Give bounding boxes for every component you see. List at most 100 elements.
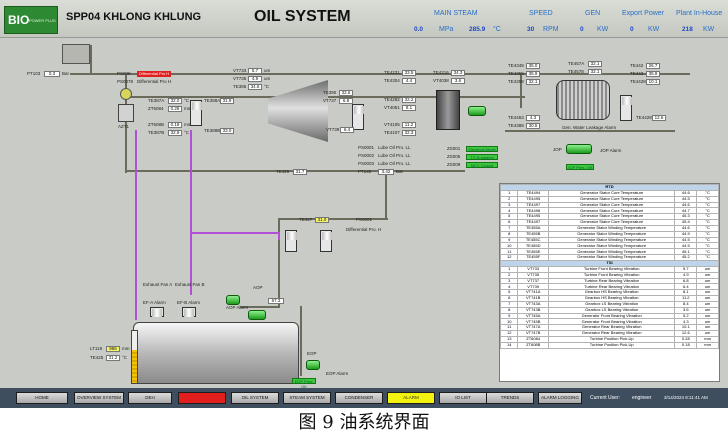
exhaust-fan-b[interactable]: [182, 307, 196, 317]
zs009-status[interactable]: MCV Closed: [466, 162, 498, 168]
zs005-status[interactable]: TS Engaging: [466, 154, 498, 160]
ps0001-tag: PS0001: [356, 217, 373, 222]
aop-pump[interactable]: [226, 295, 240, 305]
te4578-value: 32.1: [588, 69, 602, 75]
te4428-value: 10.1: [646, 79, 660, 85]
nav-oil-system-button[interactable]: OIL SYSTEM: [231, 392, 279, 404]
nav-alarm-logging-button[interactable]: ALARM LOGGING: [538, 392, 582, 404]
lt119-unit: mm: [122, 346, 130, 351]
aop-pump-2[interactable]: [248, 310, 266, 320]
pt103-tag: PT103: [27, 71, 41, 76]
te4358-tag: TE4358: [508, 79, 524, 84]
ps008-alarm[interactable]: Differential Pro H: [137, 71, 171, 77]
zs001-status[interactable]: Electrical Mode: [466, 146, 498, 152]
cell-description: Generator Stator Core Temperature: [547, 213, 676, 221]
nav-io-list-button[interactable]: IO LIST: [439, 392, 487, 404]
te425-unit: °C: [122, 355, 128, 360]
zt608b-tag: ZT608B: [148, 122, 165, 127]
eop-alarm: EOP Alarm: [326, 371, 349, 376]
ps0002-lube-label: Lube Oil Pro. LL: [378, 153, 411, 158]
te4107-tag: TE4107: [384, 130, 400, 135]
nav-home-button[interactable]: HOME: [16, 392, 68, 404]
te387a-tag: TE387A: [148, 98, 165, 103]
te425-value: 31.2: [106, 355, 120, 361]
table-section-header: RTD: [500, 184, 719, 191]
nav-deh-button[interactable]: DEH: [128, 392, 172, 404]
te4349-value: 35.0: [526, 63, 540, 69]
zt608b-value: 0.18: [168, 122, 182, 128]
te4463-tag: TE4463: [508, 115, 524, 120]
te442-tag: TE442: [630, 63, 644, 68]
export-power-value: 0: [630, 26, 634, 33]
nav-trends-button[interactable]: TRENDS: [486, 392, 534, 404]
eop-pump[interactable]: [306, 360, 320, 370]
vt739-tag: VT739: [326, 127, 340, 132]
ps0001-label: Differential Pro. H: [346, 227, 382, 232]
ef-a-alarm: EF-A Alarm: [143, 300, 166, 305]
pipe-down-riser: [278, 218, 280, 308]
nav-overview-button[interactable]: OVERVIEW SYSTEM: [74, 392, 124, 404]
cell-description: Generator Stator Core Temperature: [547, 189, 676, 197]
cell-unit: °C: [696, 219, 719, 226]
te442-value: 26.7: [646, 63, 660, 69]
te388b-tag: TE388B: [204, 128, 221, 133]
drain-pipe-3: [190, 232, 280, 234]
main-steam-label: MAIN STEAM: [434, 10, 478, 17]
oil-cooler-box: [62, 44, 90, 64]
nav-condenser-button[interactable]: CONDENSER: [335, 392, 383, 404]
cell-description: Generator Stator Winding Temperature: [547, 248, 676, 256]
pipe-gen-low: [505, 130, 675, 132]
cell-index: 11: [499, 248, 519, 256]
zt6084-value: 0.28: [168, 106, 182, 112]
vt4105-value: 11.2: [402, 122, 416, 128]
gen-water-leak-label: Gen. Water Leakage Alarm: [562, 125, 617, 130]
nav-alarm-button[interactable]: ALARM: [387, 392, 435, 404]
cell-description: Generator Stator Winding Temperature: [547, 242, 676, 250]
te390-tag: TE390: [323, 90, 337, 95]
te4282-tag: TE4282: [384, 97, 400, 102]
jop-pump[interactable]: [566, 144, 592, 154]
eop-pressure-ok[interactable]: EOP Pres. OK: [292, 378, 316, 389]
cell-unit: °C: [696, 248, 719, 256]
main-steam-pressure-unit: MPa: [439, 26, 454, 33]
speed-unit: RPM: [543, 26, 559, 33]
cell-description: Generator Stator Core Temperature: [547, 207, 676, 215]
te387b-value: 32.9: [168, 130, 182, 136]
main-steam-temp: 285.9: [469, 26, 486, 33]
te457a-value: 32.1: [588, 61, 602, 67]
te4282-value: 32.2: [402, 97, 416, 103]
export-power-label: Export Power: [622, 10, 665, 17]
bottom-navigation: HOME OVERVIEW SYSTEM DEH ETS OIL SYSTEM …: [0, 388, 728, 408]
exhaust-fan-a[interactable]: [150, 307, 164, 317]
eop-label: EOP: [307, 351, 317, 356]
cell-tag: ZT608B: [517, 341, 549, 349]
te4304-tag: TE4304: [384, 78, 400, 83]
jop-pressure-ok[interactable]: JOP Pres. OK: [566, 164, 594, 170]
cell-description: Generator Stator Winding Temperature: [547, 230, 676, 238]
gearbox-oil-pump[interactable]: [468, 106, 486, 116]
logo: BIO POWER PLUS: [4, 6, 58, 34]
nav-steam-system-button[interactable]: STEAM SYSTEM: [283, 392, 331, 404]
nav-ets-button[interactable]: ETS: [178, 392, 226, 404]
te4463-value: 4.3: [526, 115, 540, 121]
header-bar: [0, 0, 728, 38]
zt608b-unit: mm: [184, 122, 192, 127]
te387a-value: 32.0: [168, 98, 182, 104]
vt733-value: 5.7: [248, 68, 262, 74]
speed-value: 30: [527, 26, 535, 33]
te457a-tag: TE457A: [568, 61, 585, 66]
cell-index: 8: [499, 230, 519, 238]
pt140-unit: Bar: [396, 169, 404, 174]
te443-tag: TE443: [630, 71, 644, 76]
